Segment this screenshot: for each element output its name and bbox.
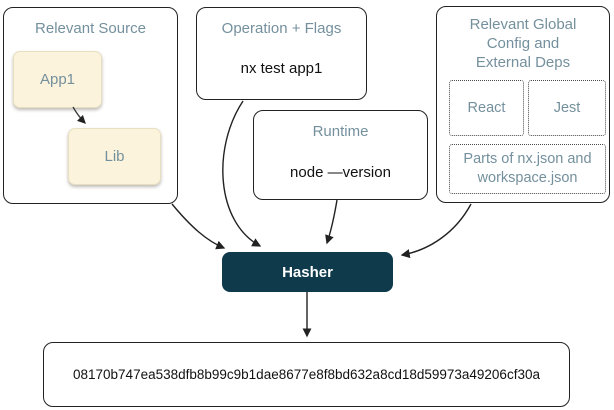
config-files-label: Parts of nx.json and workspace.json xyxy=(463,151,592,186)
runtime-title: Runtime xyxy=(312,123,369,140)
node-app1-label: App1 xyxy=(39,71,76,88)
global-config-title-line1: Relevant Global xyxy=(469,16,577,33)
config-files-note: Parts of nx.json and workspace.json xyxy=(449,144,606,194)
arrow-source-to-hasher xyxy=(171,203,226,250)
node-lib-label: Lib xyxy=(104,148,125,165)
hash-output-box: 08170b747ea538dfb8b99c9b1dae8677e8f8bd63… xyxy=(43,342,570,407)
operation-flags-title: Operation + Flags xyxy=(221,20,342,37)
hash-value: 08170b747ea538dfb8b99c9b1dae8677e8f8bd63… xyxy=(73,367,540,382)
arrow-runtime-to-hasher xyxy=(325,199,338,245)
group-operation-flags: Operation + Flags nx test app1 xyxy=(196,7,367,100)
dep-react: React xyxy=(449,80,524,136)
dep-jest-label: Jest xyxy=(553,99,581,116)
dep-react-label: React xyxy=(467,99,506,116)
runtime-command: node —version xyxy=(290,164,391,181)
operation-command: nx test app1 xyxy=(240,60,323,77)
node-lib: Lib xyxy=(68,128,161,185)
arrow-globalconfig-to-hasher xyxy=(400,203,472,259)
node-app1: App1 xyxy=(13,51,102,108)
global-config-title-line2: Config and xyxy=(486,35,560,52)
global-config-title-line3: External Deps xyxy=(475,54,571,71)
dep-jest: Jest xyxy=(528,80,606,136)
group-runtime: Runtime node —version xyxy=(253,110,428,200)
global-config-title: Relevant Global Config and External Deps xyxy=(437,15,609,72)
relevant-source-title: Relevant Source xyxy=(35,20,146,37)
hasher-node: Hasher xyxy=(222,252,393,292)
group-global-config: Relevant Global Config and External Deps… xyxy=(436,6,610,203)
group-relevant-source: Relevant Source App1 Lib xyxy=(3,7,178,204)
